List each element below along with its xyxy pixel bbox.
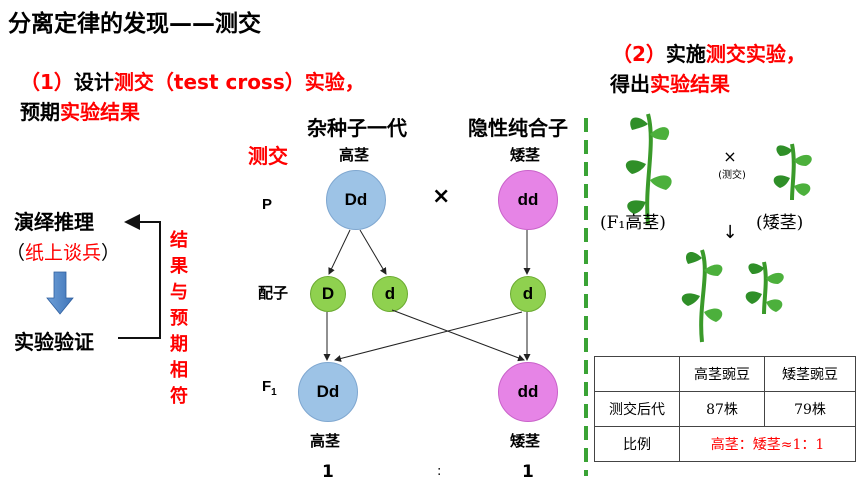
line-gameted-offspring2 <box>391 309 525 362</box>
table-header-cell <box>594 356 680 392</box>
section1-heading-line2: 预期实验结果 <box>20 96 140 125</box>
section2-highlight1: 测交实验， <box>705 42 806 66</box>
section1-heading: （1）设计测交（test cross）实验， <box>20 66 365 95</box>
parent1-phenotype: 高茎 <box>339 146 370 164</box>
table-header-cell: 高茎豌豆 <box>679 356 765 392</box>
parent2-title: 隐性纯合子 <box>468 116 568 140</box>
ratio-separator: : <box>437 464 442 479</box>
table-header-cell: 矮茎豌豆 <box>764 356 856 392</box>
gamete-circle: d <box>372 276 408 312</box>
tall-plant-icon <box>625 113 672 225</box>
row-label-p: P <box>262 196 273 213</box>
plant-cross-note: (测交) <box>718 168 746 181</box>
section2-prefix: 实施 <box>665 42 706 66</box>
table-cell: 高茎：矮茎≈1：1 <box>679 426 856 462</box>
section2-line2-prefix: 得出 <box>610 72 650 96</box>
line-parent1-gameted <box>359 229 387 275</box>
result-table: 高茎豌豆 矮茎豌豆 测交后代 87株 79株 比例 高茎：矮茎≈1：1 <box>594 356 856 462</box>
parent1-genotype-circle: Dd <box>326 170 386 230</box>
offspring-ratio: 1 <box>522 462 534 482</box>
parent1-title: 杂种子一代 <box>307 116 407 140</box>
pea-plants-illustration: × (测交) (F₁高茎) (矮茎) ↓ <box>600 113 812 343</box>
table-cell: 比例 <box>594 426 680 462</box>
section1-line2-prefix: 预期 <box>20 100 60 124</box>
section2-heading: （2）实施测交实验， <box>612 38 806 67</box>
parent2-phenotype: 矮茎 <box>510 146 541 164</box>
table-cell: 87株 <box>679 391 765 427</box>
table-row: 比例 高茎：矮茎≈1：1 <box>594 426 856 462</box>
offspring-phenotype: 高茎 <box>310 432 341 450</box>
plant-cross-symbol: × <box>723 147 736 166</box>
cross-symbol: × <box>432 184 451 209</box>
line-parent1-gameteD <box>328 229 351 275</box>
row-label-f1-main: F <box>262 378 272 395</box>
test-cross-label: 测交 <box>248 144 288 168</box>
offspring-phenotype: 矮茎 <box>510 432 541 450</box>
bracket-arrow-icon <box>118 214 161 339</box>
offspring-ratio: 1 <box>322 462 334 482</box>
table-cell: 79株 <box>764 391 856 427</box>
section1-prefix: 设计 <box>73 70 114 94</box>
row-label-gamete: 配子 <box>258 284 289 302</box>
result-match-text: 结果与预期相符 <box>170 230 188 407</box>
f1-tall-label: (F₁高茎) <box>600 213 666 233</box>
result-arrow-icon: ↓ <box>722 222 737 243</box>
table-cell: 测交后代 <box>594 391 680 427</box>
down-arrow-icon <box>46 271 74 315</box>
paper-label-text: 纸上谈兵 <box>25 242 102 264</box>
line-parent2gamete-offspring1 <box>334 311 523 362</box>
offspring-dwarf-plant-icon <box>745 261 784 315</box>
paper-label: （纸上谈兵） <box>6 238 120 265</box>
section2-highlight2: 实验结果 <box>650 72 730 96</box>
dwarf-label: (矮茎) <box>756 213 803 233</box>
row-label-f1: F1 <box>262 378 277 398</box>
table-row: 测交后代 87株 79株 <box>594 391 856 427</box>
section2-num: （2） <box>612 42 666 66</box>
offspring-tall-plant-icon <box>681 249 723 343</box>
offspring-genotype-circle: dd <box>498 362 558 422</box>
section2-heading-line2: 得出实验结果 <box>610 68 730 97</box>
gamete-circle: d <box>510 276 546 312</box>
gamete-circle: D <box>310 276 346 312</box>
paper-paren-open: （ <box>6 242 26 264</box>
section1-num: （1） <box>20 70 74 94</box>
offspring-genotype-circle: Dd <box>298 362 358 422</box>
verification-label: 实验验证 <box>14 330 94 354</box>
table-row: 高茎豌豆 矮茎豌豆 <box>594 356 856 392</box>
deduction-label: 演绎推理 <box>14 210 94 234</box>
section1-highlight1: 测交（test cross）实验， <box>113 70 365 94</box>
paper-paren-close: ） <box>101 242 121 264</box>
page-title: 分离定律的发现——测交 <box>8 11 261 37</box>
row-label-f1-sub: 1 <box>271 387 277 398</box>
section1-highlight2: 实验结果 <box>60 100 140 124</box>
parent2-genotype-circle: dd <box>498 170 558 230</box>
dwarf-plant-icon <box>773 143 812 201</box>
